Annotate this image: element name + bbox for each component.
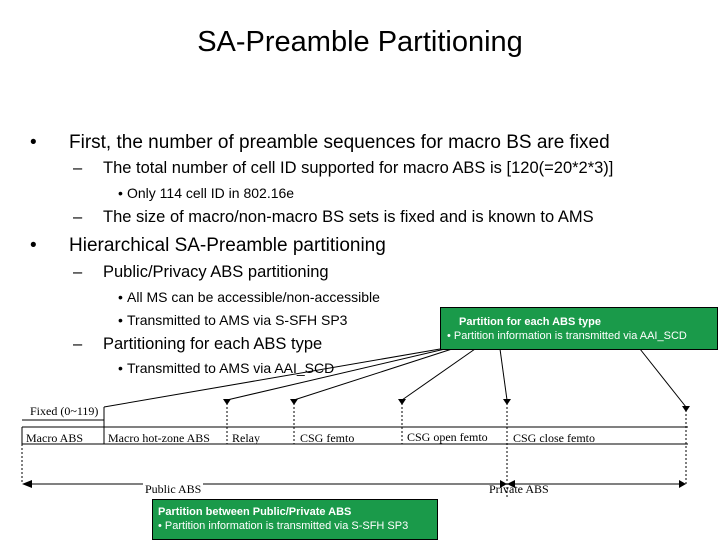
callout-title: Partition for each ABS type [459, 316, 602, 328]
sub-bullet-marker: • [118, 289, 123, 305]
arrow-head-csg-open [398, 399, 406, 405]
callout-public-private-partition: Partition between Public/Private ABS • P… [152, 499, 438, 540]
bullet-each-abs-type: Partitioning for each ABS type [103, 335, 323, 353]
bullet-aai-scd: Transmitted to AMS via AAI_SCD [127, 360, 335, 376]
segment-csg-femto: CSG femto [300, 431, 355, 445]
bullet-sfh-sp3: Transmitted to AMS via S-SFH SP3 [127, 312, 348, 328]
arrow-head-csg-close [503, 399, 511, 405]
dash-marker: – [73, 263, 83, 281]
callout-line-5 [499, 348, 508, 401]
callout-line-2 [226, 348, 446, 401]
public-abs-label: Public ABS [143, 482, 204, 497]
dash-marker: – [73, 335, 83, 353]
arrow-head-end [682, 406, 690, 412]
segment-csg-close-femto: CSG close femto [513, 431, 595, 445]
bullet-total-cell-id: The total number of cell ID supported fo… [103, 159, 614, 177]
sub-bullet-marker: • [118, 185, 123, 201]
callout-line-4 [401, 348, 476, 401]
arrow-head-relay [223, 399, 231, 405]
bullet-fixed-preamble: First, the number of preamble sequences … [69, 132, 610, 153]
callout-line-1 [103, 348, 441, 408]
callout-abs-type-partition: Partition for each ABS type • Partition … [440, 307, 718, 350]
private-abs-label: Private ABS [489, 482, 549, 496]
segment-macro-hot-zone: Macro hot-zone ABS [108, 431, 210, 445]
bullet-set-size: The size of macro/non-macro BS sets is f… [103, 208, 594, 226]
callout-text: • Partition information is transmitted v… [447, 330, 687, 342]
segment-relay: Relay [232, 431, 260, 445]
sub-bullet-marker: • [118, 312, 123, 328]
page-title: SA-Preamble Partitioning [197, 26, 523, 58]
bullet-accessible: All MS can be accessible/non-accessible [127, 289, 380, 305]
bullet-marker: • [30, 132, 37, 153]
sub-bullet-marker: • [118, 360, 123, 376]
bullet-marker: • [30, 235, 37, 256]
bullet-hierarchical: Hierarchical SA-Preamble partitioning [69, 235, 386, 256]
dash-marker: – [73, 208, 83, 226]
segment-macro-abs: Macro ABS [26, 431, 83, 445]
callout-text: • Partition information is transmitted v… [158, 520, 409, 532]
bullet-114-cell-id: Only 114 cell ID in 802.16e [127, 185, 295, 201]
callout-title: Partition between Public/Private ABS [158, 506, 352, 518]
arrow-head-csg-femto [290, 399, 298, 405]
dash-marker: – [73, 159, 83, 177]
callout-line-6 [639, 348, 687, 408]
segment-csg-open-femto: CSG open femto [407, 430, 488, 444]
bullet-public-private: Public/Privacy ABS partitioning [103, 263, 329, 281]
callout-line-3 [293, 348, 453, 401]
fixed-range-label: Fixed (0~119) [30, 404, 99, 418]
